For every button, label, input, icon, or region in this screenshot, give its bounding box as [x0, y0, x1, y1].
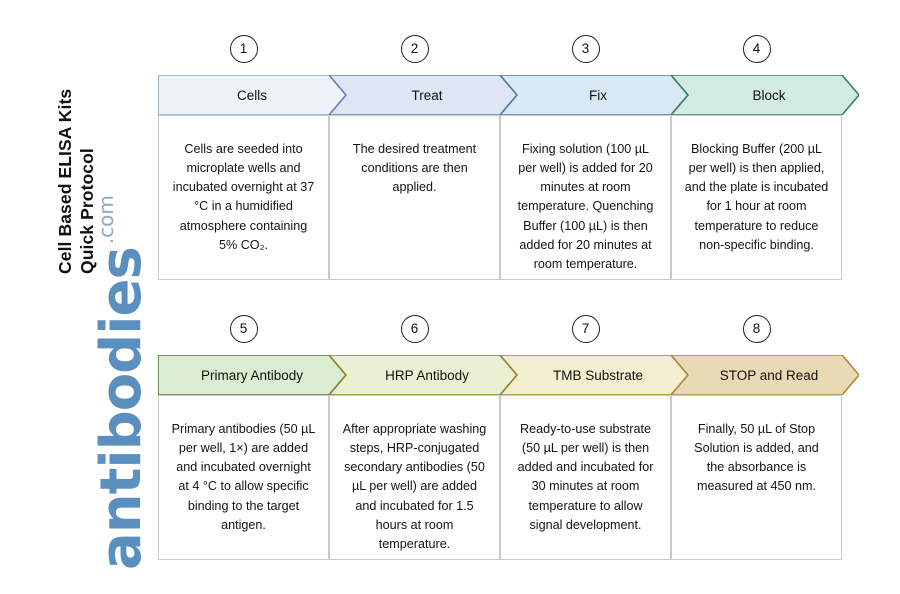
- page-title-line-1: Cell Based ELISA Kits: [55, 88, 75, 274]
- step-description-text-4: Blocking Buffer (200 µL per well) is the…: [684, 142, 829, 252]
- step-description-text-5: Primary antibodies (50 µL per well, 1×) …: [171, 422, 316, 532]
- step-description-box-5: Primary antibodies (50 µL per well, 1×) …: [158, 395, 329, 560]
- step-number-8: 8: [742, 315, 771, 343]
- brand-logo-word: antibodies: [88, 247, 154, 570]
- step-description-text-3: Fixing solution (100 µL per well) is add…: [517, 142, 654, 271]
- step-number-3: 3: [571, 35, 600, 63]
- step-chevron-shape-4: [671, 75, 859, 115]
- step-description-box-8: Finally, 50 µL of Stop Solution is added…: [671, 395, 842, 560]
- step-number-1: 1: [229, 35, 258, 63]
- step-chevron-8[interactable]: STOP and Read: [671, 355, 859, 395]
- step-number-5: 5: [229, 315, 258, 343]
- step-number-4: 4: [742, 35, 771, 63]
- step-description-box-6: After appropriate washing steps, HRP-con…: [329, 395, 500, 560]
- step-description-text-8: Finally, 50 µL of Stop Solution is added…: [694, 422, 819, 494]
- brand-logo-tld: .com: [94, 195, 118, 245]
- step-chevron-7[interactable]: TMB Substrate: [500, 355, 688, 395]
- step-description-box-1: Cells are seeded into microplate wells a…: [158, 115, 329, 280]
- step-chevron-shape-7: [500, 355, 688, 395]
- step-chevron-shape-6: [329, 355, 517, 395]
- step-number-2: 2: [400, 35, 429, 63]
- step-description-box-4: Blocking Buffer (200 µL per well) is the…: [671, 115, 842, 280]
- step-chevron-5[interactable]: Primary Antibody: [158, 355, 346, 395]
- page-title-text: Cell Based ELISA Kits Quick Protocol: [54, 22, 99, 274]
- step-description-box-7: Ready-to-use substrate (50 µL per well) …: [500, 395, 671, 560]
- step-chevron-6[interactable]: HRP Antibody: [329, 355, 517, 395]
- step-chevron-shape-8: [671, 355, 859, 395]
- step-chevron-shape-2: [329, 75, 517, 115]
- step-chevron-2[interactable]: Treat: [329, 75, 517, 115]
- step-number-6: 6: [400, 315, 429, 343]
- step-description-text-2: The desired treatment conditions are the…: [352, 142, 477, 195]
- step-chevron-shape-3: [500, 75, 688, 115]
- step-description-box-2: The desired treatment conditions are the…: [329, 115, 500, 280]
- step-chevron-3[interactable]: Fix: [500, 75, 688, 115]
- step-chevron-shape-1: [158, 75, 346, 115]
- page-title: Cell Based ELISA Kits Quick Protocol: [54, 0, 114, 274]
- step-description-box-3: Fixing solution (100 µL per well) is add…: [500, 115, 671, 280]
- step-description-text-1: Cells are seeded into microplate wells a…: [172, 142, 315, 252]
- step-chevron-1[interactable]: Cells: [158, 75, 346, 115]
- step-description-text-7: Ready-to-use substrate (50 µL per well) …: [517, 422, 654, 532]
- step-chevron-4[interactable]: Block: [671, 75, 859, 115]
- brand-logo: antibodies .com: [18, 195, 154, 570]
- step-number-7: 7: [571, 315, 600, 343]
- step-chevron-shape-5: [158, 355, 346, 395]
- step-description-text-6: After appropriate washing steps, HRP-con…: [342, 422, 487, 551]
